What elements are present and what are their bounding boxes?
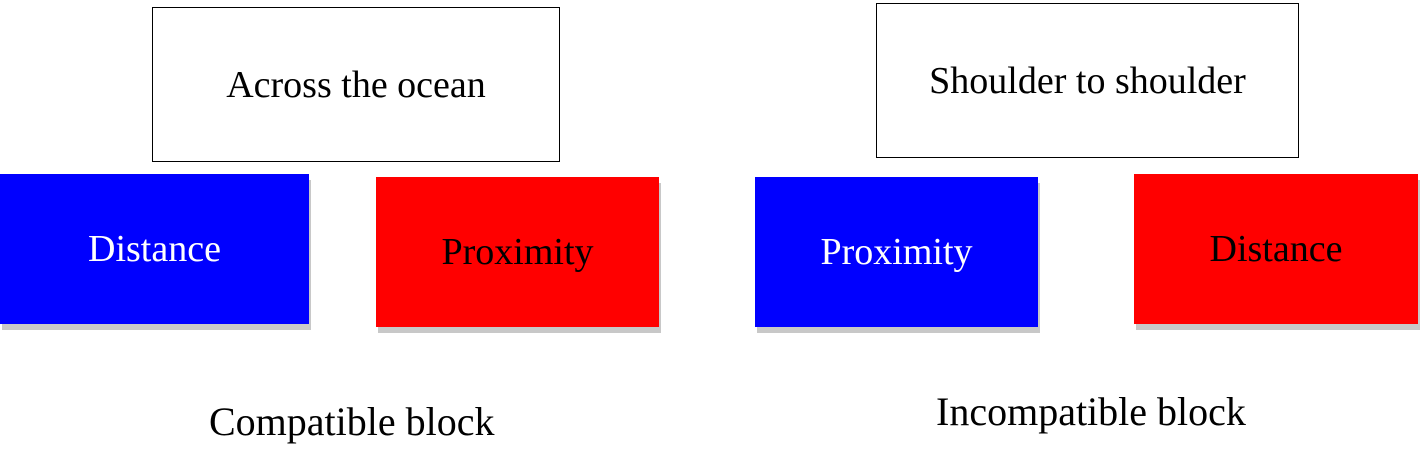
left-category-box: Distance xyxy=(0,174,309,324)
incompatible-block-panel: Shoulder to shoulder Proximity Distance … xyxy=(700,0,1421,450)
compatible-block-panel: Across the ocean Distance Proximity Comp… xyxy=(0,0,700,450)
left-category-box: Proximity xyxy=(755,177,1038,327)
block-caption: Incompatible block xyxy=(936,389,1246,434)
stimulus-word-box: Across the ocean xyxy=(152,7,560,162)
block-caption: Compatible block xyxy=(209,399,495,444)
right-category-box: Proximity xyxy=(376,177,659,327)
stimulus-word-box: Shoulder to shoulder xyxy=(876,3,1299,158)
right-category-box: Distance xyxy=(1134,174,1418,324)
